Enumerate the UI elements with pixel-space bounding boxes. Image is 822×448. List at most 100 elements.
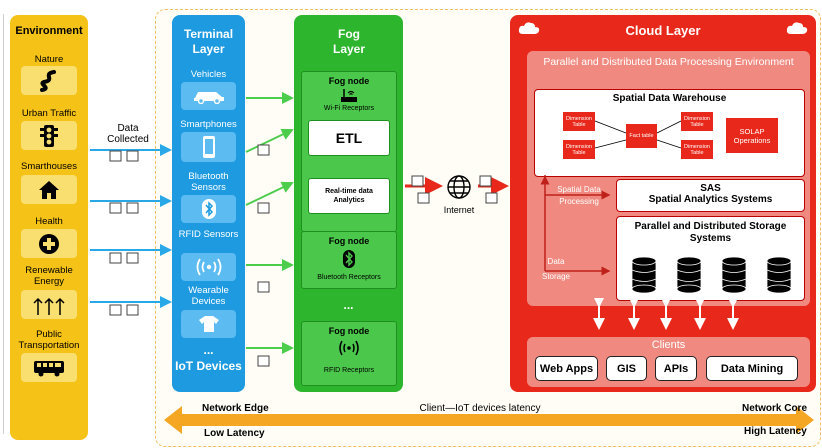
realtime-analytics-box: Real-time data Analytics: [308, 178, 390, 214]
smartphone-icon: [202, 136, 215, 158]
solap-operations: SOLAP Operations: [726, 118, 778, 153]
database-cylinders: [631, 256, 792, 294]
nature-icon: [40, 69, 56, 92]
fog-layer-column: Fog Layer Fog node Wi-Fi Receptors ETL R…: [294, 15, 403, 392]
health-cross-icon: [39, 233, 59, 254]
arrow-terminal-fog-3: [245, 181, 294, 206]
environment-title: Environment: [15, 25, 83, 37]
wind-turbines-icon: [33, 297, 65, 315]
cloud-layer-column: Cloud Layer Parallel and Distributed Dat…: [510, 15, 816, 392]
dimension-table-1: Dimension Table: [563, 112, 595, 131]
env-item-nature: [21, 66, 77, 95]
dimension-table-4: Dimension Table: [681, 140, 713, 159]
env-item-urban-traffic: [21, 121, 77, 150]
env-item-smarthouses: [21, 175, 77, 204]
processing-arrows: [540, 175, 611, 276]
latency-arrow: [164, 406, 814, 434]
pde-title: Parallel and Distributed Data Processing…: [543, 56, 794, 68]
dimension-table-2: Dimension Table: [563, 140, 595, 159]
low-latency-label: Low Latency: [204, 428, 265, 439]
database-icon: [676, 256, 702, 294]
terminal-item-vehicles: [181, 82, 236, 110]
fog-node-rfid-sub: RFID Receptors: [323, 367, 375, 374]
terminal-layer-column: Terminal Layer Vehicles Smartphones Blue…: [172, 15, 245, 392]
terminal-label-vehicles: Vehicles: [190, 69, 227, 80]
terminal-item-smartphones: [181, 132, 236, 162]
environment-column: Environment Nature Urban Traffic Smartho…: [10, 15, 88, 440]
sdw-connectors: [594, 120, 682, 149]
bluetooth-icon: [343, 250, 355, 268]
terminal-label-smartphones: Smartphones: [180, 119, 237, 130]
client-data-mining: Data Mining: [706, 356, 798, 381]
tshirt-icon: [198, 316, 219, 332]
terminal-label-rfid-sensors: RFID Sensors: [178, 229, 239, 240]
network-core-label: Network Core: [742, 403, 808, 414]
fog-node-bluetooth-title: Fog node: [328, 236, 370, 246]
car-icon: [193, 92, 224, 104]
env-item-renewable-energy: [21, 290, 77, 319]
env-label-urban-traffic: Urban Traffic: [21, 108, 77, 119]
fog-node-bluetooth-sub: Bluetooth Receptors: [317, 274, 381, 281]
fog-layer-title: Fog Layer: [332, 27, 366, 56]
clients-container: Clients Web Apps GIS APIs Data Mining: [527, 337, 810, 387]
dimension-table-3: Dimension Table: [681, 112, 713, 131]
storage-systems-box: Parallel and Distributed Storage Systems: [616, 216, 805, 301]
fog-node-wifi: Fog node Wi-Fi Receptors ETL Real-time d…: [301, 71, 397, 232]
env-label-renewable-energy: Renewable Energy: [25, 265, 73, 287]
storage-systems-title: Parallel and Distributed Storage Systems: [634, 221, 787, 244]
data-collected-label: Data Collected: [107, 123, 149, 145]
database-icon: [631, 256, 657, 294]
internet-globe-icon: [447, 175, 471, 199]
bluetooth-icon: [201, 199, 216, 219]
cloud-icon-left: [518, 22, 540, 34]
fog-node-rfid-title: Fog node: [328, 326, 370, 336]
env-label-smarthouses: Smarthouses: [21, 161, 77, 172]
client-arrows: [593, 298, 739, 330]
sas-title: SAS: [700, 183, 721, 194]
terminal-layer-title: Terminal Layer: [183, 27, 234, 56]
left-divider-line: [3, 14, 4, 434]
terminal-label-bluetooth-sensors: Bluetooth Sensors: [188, 171, 229, 193]
env-label-public-transportation: Public Transportation: [18, 329, 80, 351]
spatial-data-warehouse-box: Spatial Data Warehouse Dimension Table D…: [534, 89, 805, 177]
env-item-public-transportation: [21, 353, 77, 382]
etl-box: ETL: [308, 120, 390, 156]
terminal-item-wearable-devices: [181, 310, 236, 338]
bus-icon: [34, 360, 64, 376]
terminal-item-bluetooth-sensors: [181, 195, 236, 223]
env-item-health: [21, 229, 77, 258]
fog-node-wifi-sub: Wi-Fi Receptors: [323, 105, 375, 112]
fog-node-bluetooth: Fog node Bluetooth Receptors: [301, 231, 397, 289]
database-icon: [766, 256, 792, 294]
env-label-health: Health: [35, 216, 63, 227]
rfid-icon: [339, 340, 359, 356]
sdw-title: Spatial Data Warehouse: [612, 93, 727, 104]
database-icon: [721, 256, 747, 294]
env-label-nature: Nature: [34, 54, 64, 65]
terminal-item-rfid-sensors: [181, 253, 236, 281]
network-edge-label: Network Edge: [202, 403, 269, 414]
client-web-apps: Web Apps: [535, 356, 598, 381]
pde-container: Parallel and Distributed Data Processing…: [527, 51, 810, 306]
sas-subtitle: Spatial Analytics Systems: [648, 194, 773, 205]
traffic-light-icon: [40, 124, 58, 147]
house-icon: [39, 180, 59, 199]
cloud-icon-right: [786, 22, 808, 34]
wifi-router-icon: [341, 89, 357, 102]
clients-title: Clients: [651, 339, 686, 351]
fact-table: Fact table: [626, 124, 657, 148]
cloud-layer-title: Cloud Layer: [625, 23, 701, 38]
high-latency-label: High Latency: [744, 426, 807, 437]
arrow-terminal-fog-2: [245, 128, 294, 153]
fog-node-rfid: Fog node RFID Receptors: [301, 321, 397, 386]
spatial-data-processing-label: Spatial Data Processing: [557, 185, 601, 206]
internet-label: Internet: [443, 205, 475, 215]
client-apis: APIs: [655, 356, 697, 381]
client-gis: GIS: [606, 356, 647, 381]
iot-devices-label: IoT Devices: [175, 359, 242, 373]
client-iot-latency-label: Client—IoT devices latency: [419, 403, 541, 414]
rfid-icon: [196, 258, 221, 276]
terminal-ellipsis: ...: [203, 343, 214, 357]
fog-node-wifi-title: Fog node: [328, 76, 370, 86]
